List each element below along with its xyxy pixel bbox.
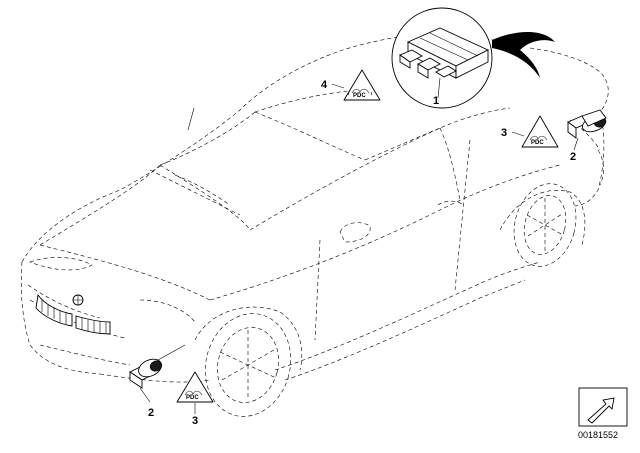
doc-number-box: [578, 387, 628, 427]
sensor-front: [129, 344, 186, 403]
callout-sensor-front: 2: [148, 407, 154, 419]
callout-control-unit: 1: [433, 95, 439, 107]
callout-warning-label-front: 3: [192, 415, 198, 427]
front-wheel: [204, 313, 292, 417]
svg-text:PDC: PDC: [186, 395, 199, 401]
rear-wheel: [513, 183, 577, 267]
svg-text:PDC: PDC: [353, 93, 366, 99]
warning-label-front: PDC: [176, 371, 214, 414]
svg-text:PDC: PDC: [531, 140, 544, 146]
control-unit-detail: [391, 7, 555, 109]
callout-sensor-rear: 2: [570, 151, 576, 163]
warning-label-top: PDC: [331, 69, 381, 101]
callout-warning-label-top: 4: [321, 79, 328, 91]
warning-label-rear: PDC: [511, 115, 559, 148]
document-number: 00181552: [578, 430, 618, 440]
arrow-icon: [587, 397, 615, 424]
front-grille: [35, 293, 111, 335]
sensor-rear: [567, 109, 607, 151]
callout-warning-label-rear: 3: [501, 127, 507, 139]
